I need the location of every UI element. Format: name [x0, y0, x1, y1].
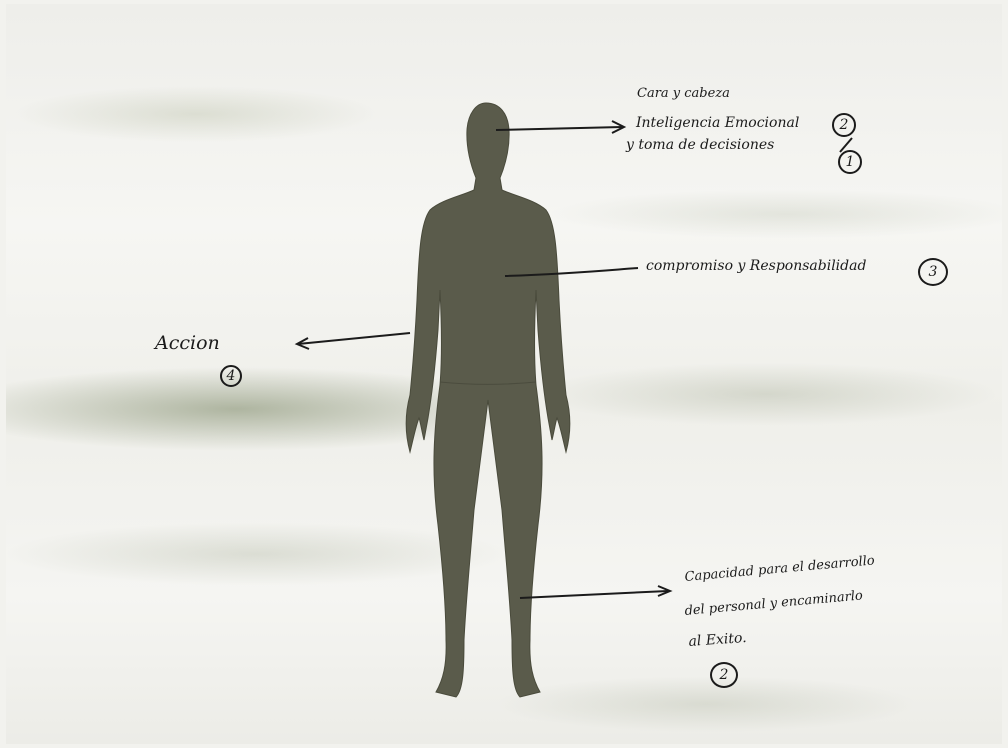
- human-silhouette: [406, 103, 570, 697]
- arm-label: Accion: [155, 332, 220, 354]
- head-arrow: [496, 127, 622, 130]
- head-number-a: 2: [832, 113, 856, 137]
- leg-number: 2: [710, 662, 738, 688]
- head-label-line3: y toma de decisiones: [626, 137, 774, 153]
- arm-number: 4: [220, 365, 242, 387]
- head-label-line2: Inteligencia Emocional: [636, 115, 799, 131]
- arm-arrow: [298, 333, 410, 344]
- arrows: [297, 121, 852, 598]
- head-label-line1: Cara y cabeza: [637, 86, 730, 101]
- head-number-b: 1: [838, 150, 862, 174]
- leg-arrow: [520, 591, 668, 598]
- chest-number: 3: [918, 258, 948, 286]
- chest-label: compromiso y Responsabilidad: [646, 258, 866, 274]
